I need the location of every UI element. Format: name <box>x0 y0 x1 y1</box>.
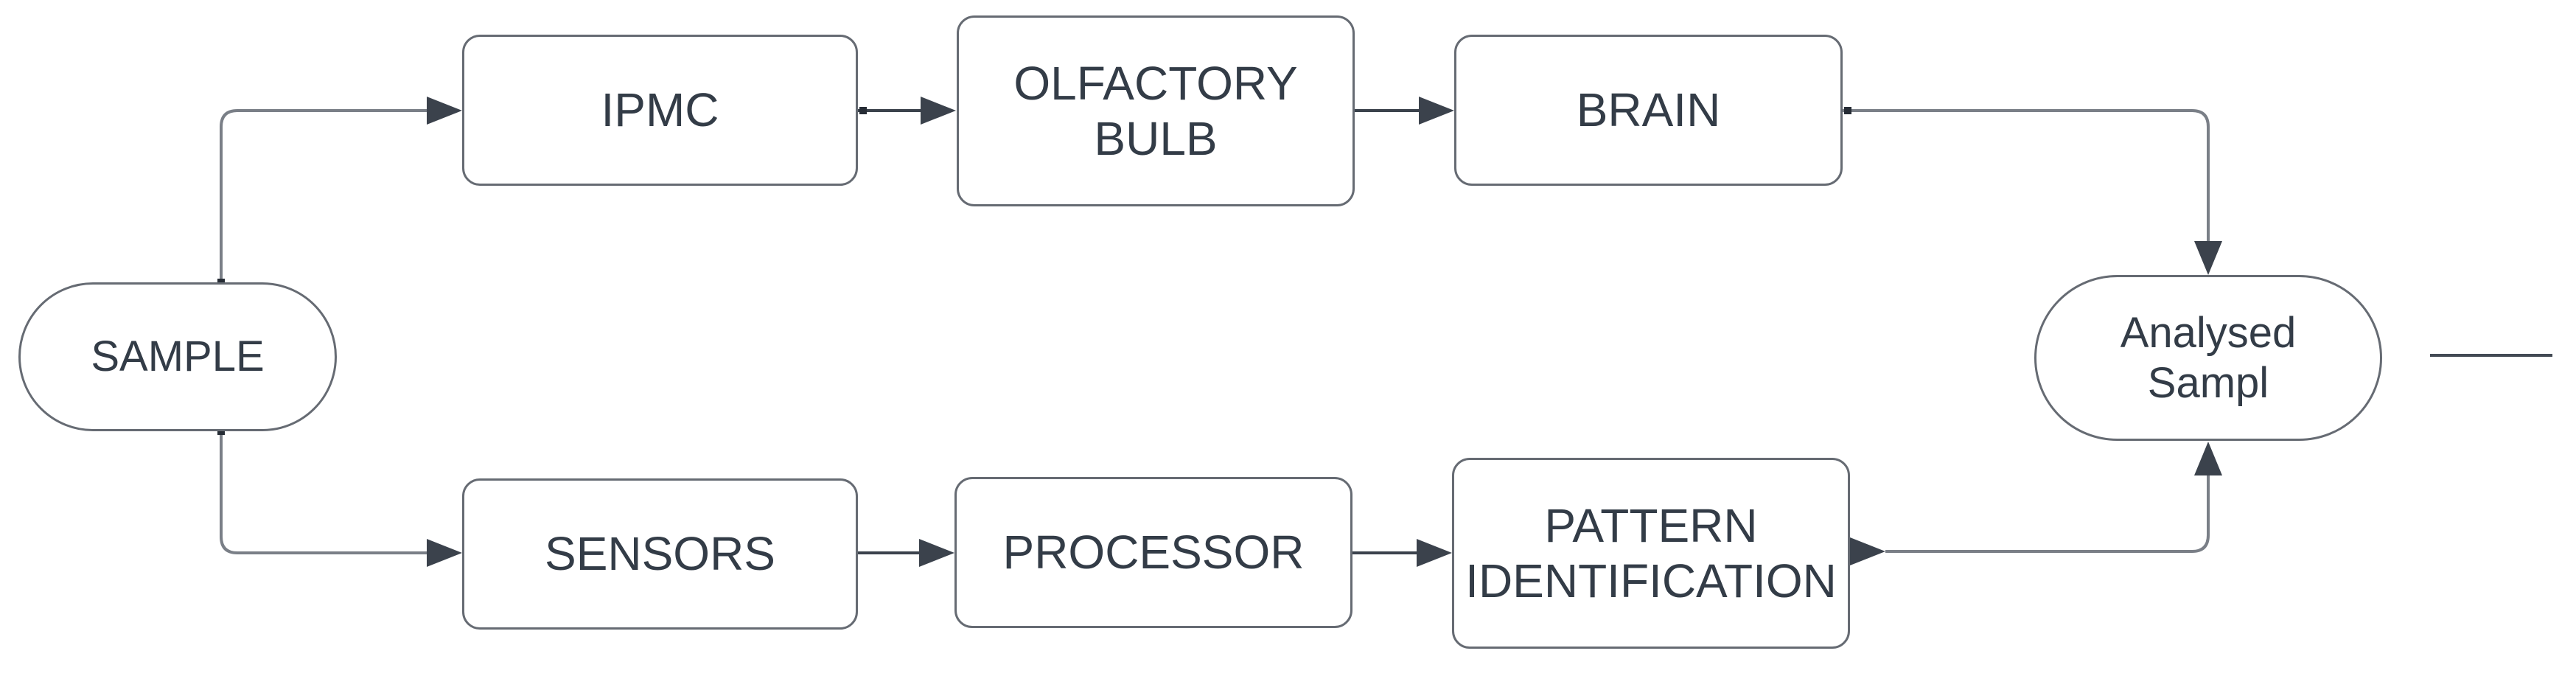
edge-line <box>220 431 427 554</box>
node-pattern-identification-label-line2: IDENTIFICATION <box>1465 554 1837 607</box>
node-olfactory-bulb-label-line1: OLFACTORY <box>1013 57 1298 111</box>
edge-olfactory-brain[interactable] <box>1355 97 1454 125</box>
node-ipmc-label: IPMC <box>601 83 719 137</box>
arrowhead-icon <box>2194 442 2222 475</box>
node-analysed-sample-label-line2: Sampl <box>2147 358 2269 407</box>
node-brain-label: BRAIN <box>1576 83 1721 137</box>
node-sample-label: SAMPLE <box>91 332 265 381</box>
edge-processor-pattern[interactable] <box>1352 539 1452 567</box>
arrowhead-icon <box>427 97 462 125</box>
node-processor[interactable]: PROCESSOR <box>954 477 1352 628</box>
node-analysed-sample[interactable]: Analysed Sampl <box>2034 275 2382 441</box>
edge-line <box>1843 109 2210 241</box>
junction-dot <box>1844 107 1851 114</box>
edge-line <box>1885 475 2210 553</box>
node-analysed-sample-label-line1: Analysed <box>2120 309 2297 358</box>
edge-sensors-processor[interactable] <box>858 539 954 567</box>
edge-pattern-analysed[interactable] <box>1850 442 2222 565</box>
node-sensors-label: SENSORS <box>545 527 775 581</box>
edge-ipmc-olfactory[interactable] <box>858 97 956 125</box>
node-olfactory-bulb[interactable]: OLFACTORY BULB <box>957 15 1355 206</box>
arrowhead-icon <box>427 539 462 567</box>
edge-line <box>220 109 427 282</box>
node-ipmc[interactable]: IPMC <box>462 35 858 186</box>
node-pattern-identification-label-line1: PATTERN <box>1544 499 1758 553</box>
junction-dot <box>217 428 225 435</box>
edge-sample-sensors[interactable] <box>217 428 462 567</box>
arrowhead-icon <box>2194 241 2222 275</box>
node-pattern-identification[interactable]: PATTERN IDENTIFICATION <box>1452 458 1850 649</box>
edge-brain-analysed[interactable] <box>1843 107 2222 275</box>
node-brain[interactable]: BRAIN <box>1454 35 1843 186</box>
arrowhead-icon <box>1419 97 1454 125</box>
node-olfactory-bulb-label-line2: BULB <box>1094 111 1218 165</box>
edge-sample-ipmc[interactable] <box>217 97 462 286</box>
arrowhead-icon <box>1417 539 1452 567</box>
node-sample[interactable]: SAMPLE <box>18 282 337 431</box>
arrowhead-icon <box>919 539 954 567</box>
node-processor-label: PROCESSOR <box>1002 526 1305 579</box>
junction-dot <box>859 107 867 114</box>
arrowhead-icon <box>1850 537 1885 565</box>
node-sensors[interactable]: SENSORS <box>462 478 858 630</box>
arrowhead-icon <box>921 97 956 125</box>
